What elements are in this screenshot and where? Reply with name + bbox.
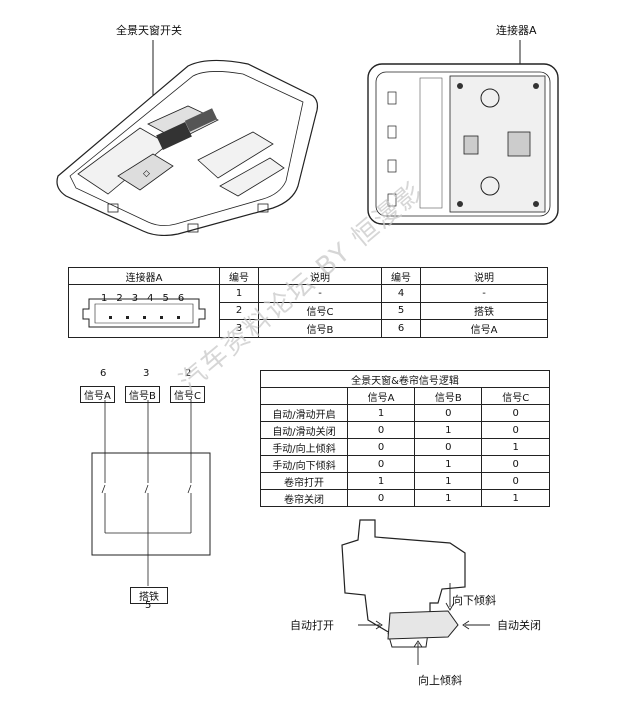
logic-value: 0: [414, 404, 483, 422]
pin-number: 1: [101, 293, 108, 304]
ground-label: 搭铁: [130, 587, 168, 604]
circuit-signal-c: 信号C: [170, 386, 205, 403]
logic-col-header: 信号C: [481, 387, 550, 405]
logic-row-label: 卷帘关闭: [260, 489, 348, 507]
circuit-pin-2: 2: [185, 368, 192, 379]
logic-value: 1: [414, 421, 483, 439]
pin-number-row: 1 2 3 4 5 6: [101, 293, 184, 304]
pin-no: 5: [381, 301, 421, 321]
header-desc-2: 说明: [420, 267, 548, 285]
pin-number: 2: [116, 293, 123, 304]
logic-value: 1: [481, 438, 550, 456]
pin-number: 4: [147, 293, 154, 304]
header-connector: 连接器A: [68, 267, 220, 285]
logic-row-label: 卷帘打开: [260, 472, 348, 490]
logic-value: 0: [346, 421, 416, 439]
logic-value: 0: [346, 489, 416, 507]
logic-value: 0: [481, 404, 550, 422]
connector-outline: [82, 298, 206, 328]
logic-row-label: 手动/向上倾斜: [260, 438, 348, 456]
logic-value: 0: [346, 455, 416, 473]
logic-value: 1: [346, 404, 416, 422]
pin-desc: 搭铁: [420, 301, 548, 321]
header-number-1: 编号: [219, 267, 259, 285]
logic-value: 1: [481, 489, 550, 507]
logic-value: 0: [481, 472, 550, 490]
circuit-wiring: [91, 400, 211, 586]
sunroof-switch-illustration: ◇: [56, 40, 319, 236]
logic-value: 0: [481, 421, 550, 439]
logic-value: 1: [346, 472, 416, 490]
connector-pin-diagram: 1 2 3 4 5 6: [68, 284, 220, 338]
circuit-pin-6: 6: [100, 368, 107, 379]
pin-desc: -: [420, 284, 548, 303]
logic-table-title: 全景天窗&卷帘信号逻辑: [260, 370, 550, 388]
connector-a-rear-view: [367, 40, 559, 225]
circuit-signal-a: 信号A: [80, 386, 115, 403]
logic-row-label: 自动/滑动关闭: [260, 421, 348, 439]
logic-corner-cell: [260, 387, 348, 405]
label-auto-open: 自动打开: [290, 619, 334, 632]
switch-operation-sketch: [341, 519, 490, 665]
circuit-signal-b: 信号B: [125, 386, 160, 403]
logic-value: 0: [346, 438, 416, 456]
logic-col-header: 信号A: [346, 387, 416, 405]
pin-number: 3: [131, 293, 139, 304]
svg-text:◇: ◇: [143, 169, 150, 179]
pin-desc: 信号A: [420, 319, 548, 338]
logic-value: 0: [481, 455, 550, 473]
label-auto-close: 自动关闭: [497, 619, 541, 632]
pin-number: 6: [177, 293, 185, 304]
label-down-tilt: 向下倾斜: [452, 594, 496, 607]
circuit-pin-3: 3: [143, 368, 150, 379]
logic-value: 1: [414, 489, 483, 507]
logic-row-label: 自动/滑动开启: [260, 404, 348, 422]
logic-value: 1: [414, 455, 483, 473]
logic-value: 1: [414, 472, 483, 490]
pin-no: 6: [381, 319, 421, 338]
connector-a-title: 连接器A: [496, 24, 537, 37]
pin-number: 5: [162, 293, 169, 304]
pin-no: 4: [381, 284, 421, 303]
label-up-tilt: 向上倾斜: [418, 674, 462, 687]
logic-value: 0: [414, 438, 483, 456]
ground-pin: 5: [145, 600, 152, 611]
header-number-2: 编号: [381, 267, 421, 285]
logic-col-header: 信号B: [414, 387, 483, 405]
logic-row-label: 手动/向下倾斜: [260, 455, 348, 473]
switch-title: 全景天窗开关: [116, 24, 182, 37]
connector-pin-table: 连接器A 编号 说明 编号 说明 1 2 3 4 5 6: [68, 267, 548, 338]
